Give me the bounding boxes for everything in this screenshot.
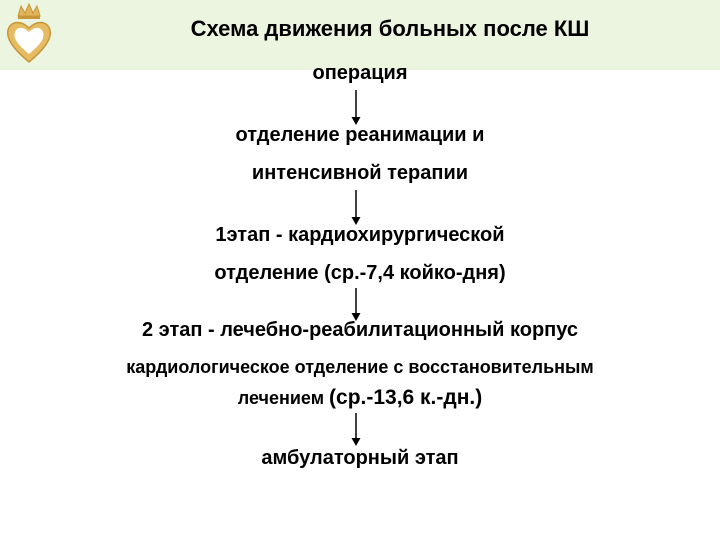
step-icu-line1: отделение реанимации и: [235, 124, 485, 146]
step-outpatient: амбулаторный этап: [261, 447, 459, 469]
page-title: Схема движения больных после КШ: [190, 16, 590, 41]
arrow-down-icon: [351, 190, 361, 226]
step-surgery: операция: [312, 62, 408, 84]
step-cardiosurgery-line1: 1этап - кардиохирургической: [215, 224, 505, 246]
step-cardiosurgery-line2: отделение (ср.-7,4 койко-дня): [214, 262, 506, 284]
arrow-down-icon: [351, 413, 361, 447]
arrow-down-icon: [351, 90, 361, 126]
step-rehab-line3: лечением (ср.-13,6 к.-дн.): [0, 383, 720, 413]
heart-crown-logo-icon: [4, 2, 54, 66]
step-icu-line2: интенсивной терапии: [251, 162, 469, 184]
header-bar: Схема движения больных после КШ: [0, 0, 720, 70]
step-rehab-line3-text: лечением: [237, 388, 330, 408]
arrow-down-icon: [351, 288, 361, 322]
step-rehab-line1: 2 этап - лечебно-реабилитационный корпус: [141, 319, 578, 341]
step-rehab-duration: (ср.-13,6 к.-дн.): [329, 386, 483, 409]
step-rehab-line2: кардиологическое отделение с восстановит…: [126, 357, 594, 377]
